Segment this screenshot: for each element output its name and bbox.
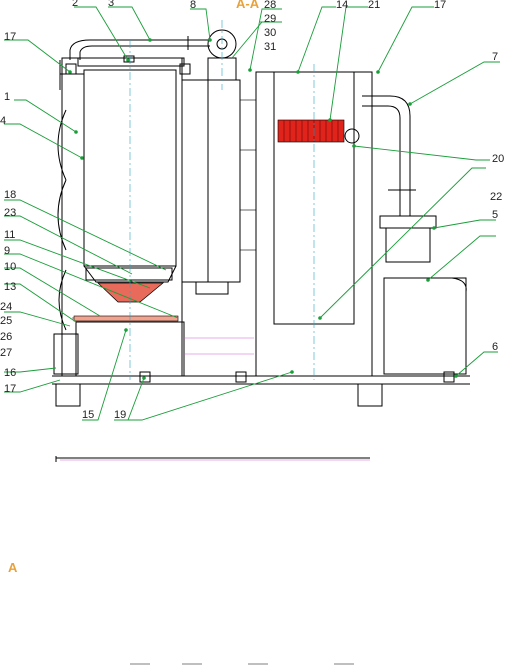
label-15: 15 [82,409,94,421]
label-27: 27 [0,347,12,359]
label-23: 23 [4,207,16,219]
label-17b: 17 [4,31,16,43]
construction-lines [55,20,370,462]
label-13: 13 [4,281,16,293]
label-1: 1 [4,91,10,103]
leader-lines [4,6,500,421]
label-25: 25 [0,315,12,327]
label-9: 9 [4,245,10,257]
label-5: 5 [492,209,498,221]
view-marker: A [8,560,18,575]
label-8: 8 [190,0,196,11]
label-29: 29 [264,13,276,25]
base-frame [52,371,470,407]
label-19: 19 [114,409,126,421]
label-22: 22 [490,191,502,203]
label-20: 20 [492,153,504,165]
label-14: 14 [336,0,348,11]
label-16: 16 [4,367,16,379]
label-17a: 17 [434,0,446,11]
storage-tank [255,71,467,377]
label-17c: 17 [4,383,16,395]
label-2: 2 [72,0,78,9]
section-label: A-A [236,0,260,11]
label-30: 30 [264,27,276,39]
furnace-body [53,55,191,377]
label-26: 26 [0,331,12,343]
label-6: 6 [492,341,498,353]
label-11: 11 [4,229,15,241]
leader-dots [68,38,458,380]
label-28: 28 [264,0,276,11]
heat-exchanger [181,79,256,295]
air-duct [69,29,237,81]
label-24: 24 [0,301,12,313]
label-18: 18 [4,189,16,201]
part-labels: 2 3 8 28 29 30 31 14 21 17 17 7 1 4 20 1… [0,0,504,421]
label-4: 4 [0,115,6,127]
label-21: 21 [368,0,380,11]
label-3: 3 [108,0,114,9]
label-31: 31 [264,41,276,53]
label-10: 10 [4,261,16,273]
label-7: 7 [492,51,498,63]
